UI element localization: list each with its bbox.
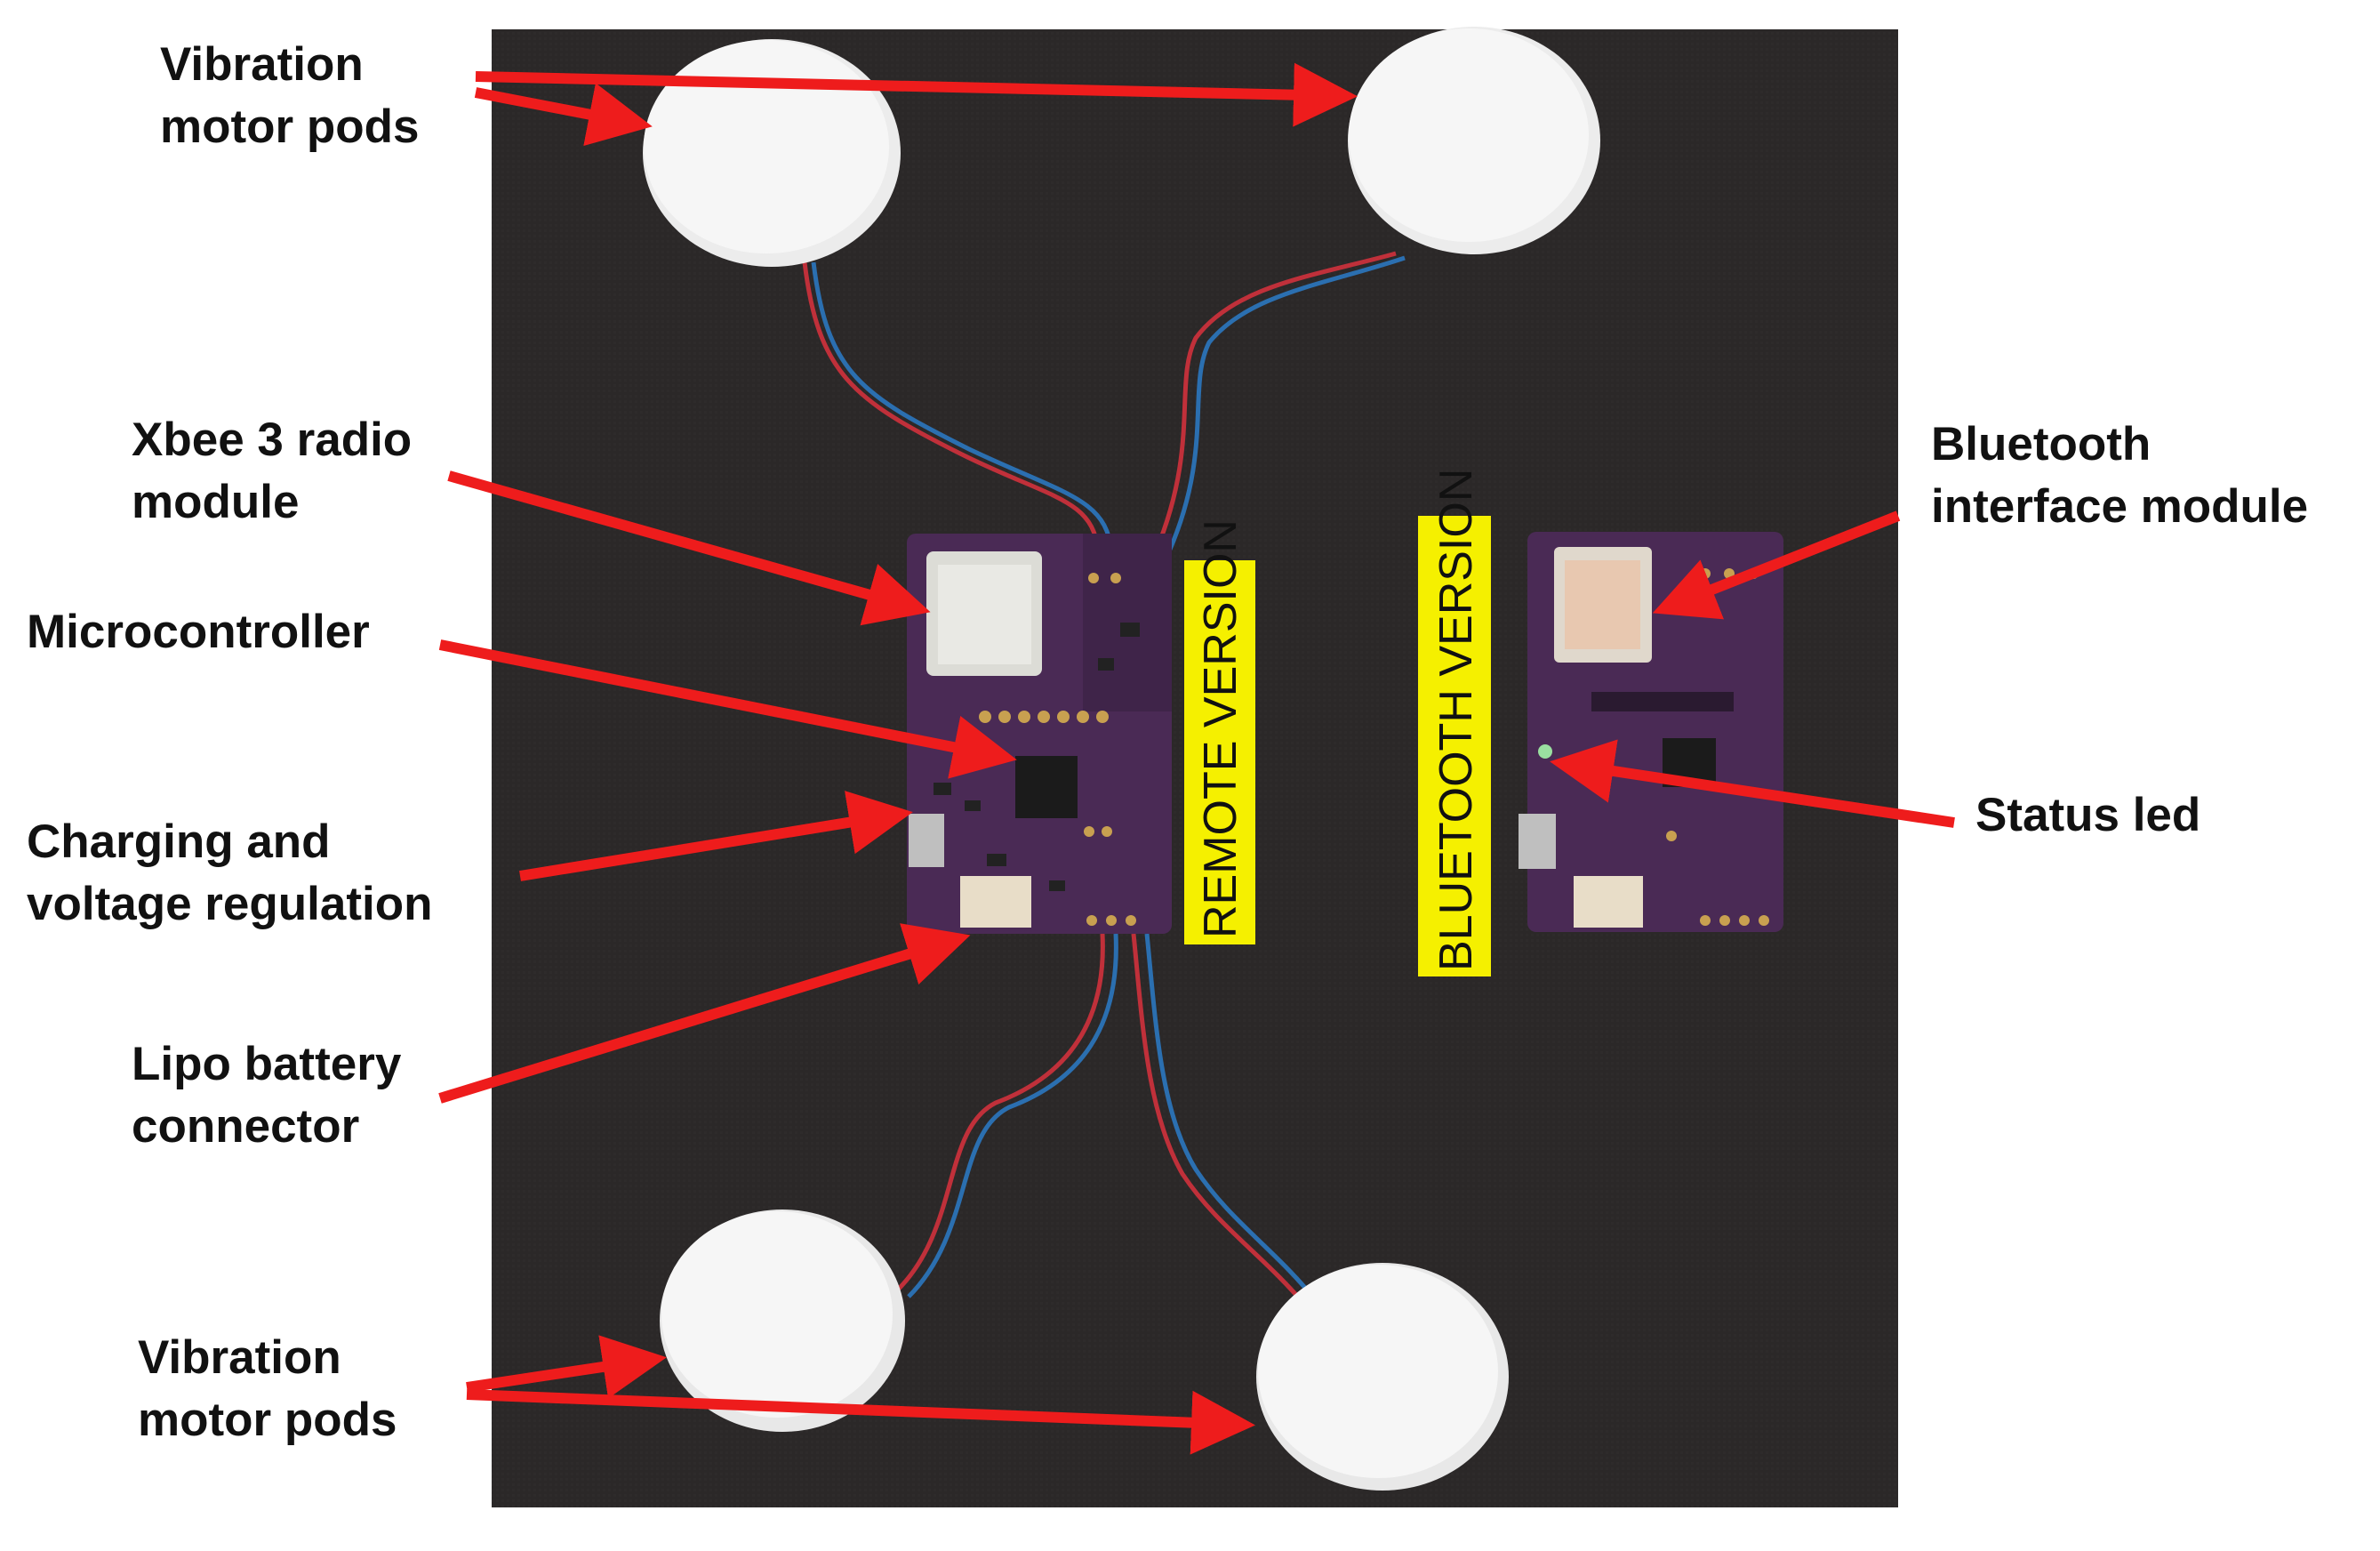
arrow-pod-top-right — [475, 62, 1358, 127]
label-microcontroller: Microcontroller — [27, 606, 370, 658]
label-vibration-top: Vibration motor pods — [160, 38, 420, 153]
label-bluetooth-module: Bluetooth interface module — [1931, 418, 2309, 533]
usb-port-bt — [1519, 814, 1556, 869]
arrow-pod-top-left — [474, 83, 653, 147]
status-led — [1538, 744, 1552, 759]
wires — [802, 251, 1406, 1309]
remote-board — [907, 534, 1172, 934]
remote-version-tag: REMOTE VERSION — [1184, 519, 1255, 944]
arrow-bluetooth — [1652, 510, 1901, 620]
arrow-pod-bottom-right — [466, 1389, 1255, 1455]
arrow-status-led — [1550, 739, 1955, 828]
battery-connector-bt — [1574, 876, 1643, 928]
microcontroller-chip — [1015, 756, 1078, 818]
bluetooth-version-text: BLUETOOTH VERSION — [1430, 469, 1482, 971]
arrow-microcontroller — [438, 639, 1017, 779]
arrow-xbee — [447, 470, 931, 626]
usb-port — [909, 814, 944, 867]
remote-version-text: REMOTE VERSION — [1195, 519, 1246, 938]
arrow-charging — [519, 791, 913, 881]
battery-connector — [960, 876, 1031, 928]
label-vibration-bottom: Vibration motor pods — [138, 1331, 397, 1446]
label-xbee: Xbee 3 radio module — [132, 414, 413, 528]
label-lipo: Lipo battery connector — [132, 1038, 402, 1153]
arrow-lipo — [438, 923, 971, 1104]
bluetooth-board — [1519, 532, 1783, 932]
vibration-pods — [643, 27, 1600, 1491]
bluetooth-version-tag: BLUETOOTH VERSION — [1418, 469, 1491, 976]
label-status-led: Status led — [1975, 789, 2201, 841]
arrow-pod-bottom-left — [466, 1335, 667, 1399]
annotation-arrows — [438, 62, 1955, 1455]
label-charging: Charging and voltage regulation — [27, 816, 433, 930]
